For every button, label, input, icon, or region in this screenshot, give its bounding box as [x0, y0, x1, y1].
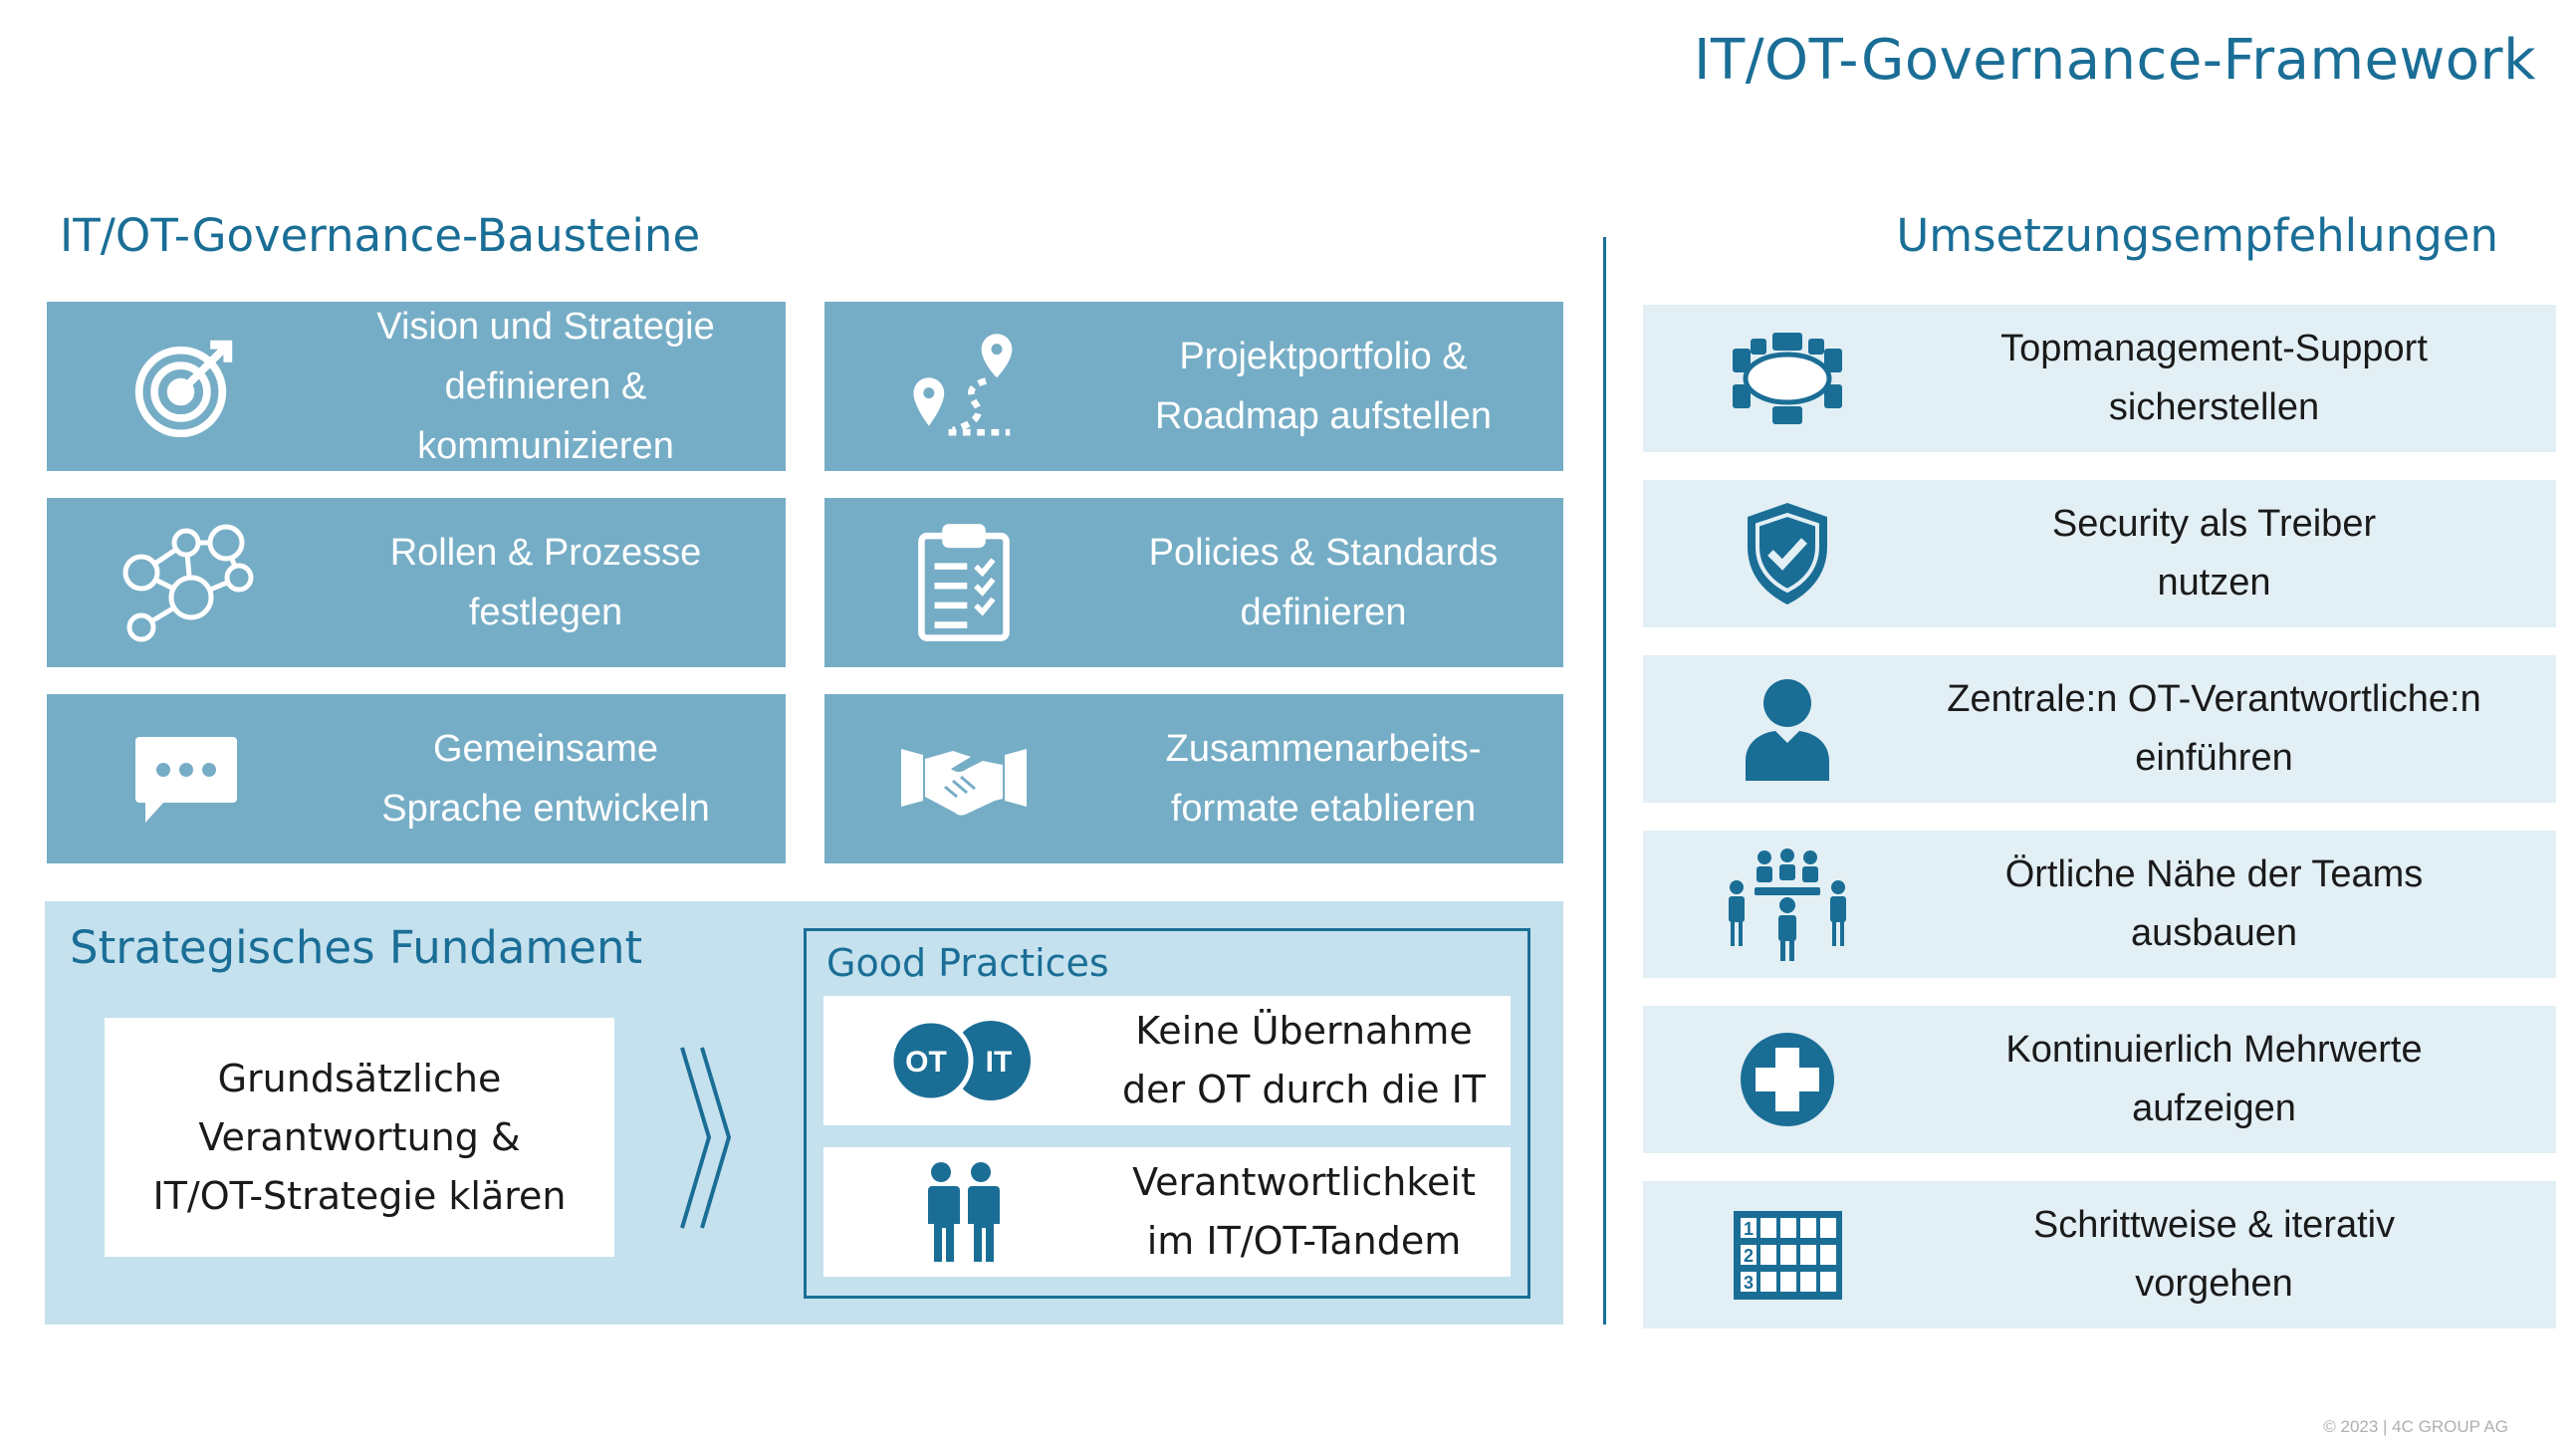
recommendation-item: Topmanagement-Support sicherstellen [1643, 305, 2556, 452]
shield-icon [1643, 499, 1932, 608]
copyright-footer: © 2023 | 4C GROUP AG [2323, 1417, 2508, 1436]
recommendation-item: 1 2 3 Schrittweise & iterativ vorgehen [1643, 1181, 2556, 1328]
rec-line: einführen [2135, 737, 2293, 779]
right-heading: Umsetzungsempfehlungen [1896, 209, 2498, 262]
team-icon [1643, 847, 1932, 962]
target-icon [47, 332, 326, 441]
gp-line: Keine Übernahme [1135, 1009, 1473, 1053]
rec-line: Schrittweise & iterativ [2032, 1204, 2396, 1246]
recommendation-item: Zentrale:n OT-Verantwortliche:n einführen [1643, 655, 2556, 803]
tile-zusammenarbeit: Zusammenarbeits-formate etablieren [824, 694, 1563, 863]
tile-line: definieren & kommunizieren [417, 365, 674, 467]
tile-vision: Vision und Strategie definieren & kommuni… [47, 302, 786, 471]
grid-label: 2 [1743, 1246, 1753, 1266]
ot-badge: OT [905, 1046, 947, 1079]
card-line: IT/OT-Strategie klären [152, 1173, 567, 1218]
good-practice-item: OT IT Keine Übernahme der OT durch die IT [823, 996, 1511, 1125]
rec-line: Zentrale:n OT-Verantwortliche:n [1947, 678, 2481, 720]
rec-line: Örtliche Nähe der Teams [2004, 853, 2424, 895]
tile-rollen: Rollen & Prozesse festlegen [47, 498, 786, 667]
tile-line: Vision und Strategie [376, 306, 715, 348]
plus-icon [1643, 1030, 1932, 1129]
rec-line: Security als Treiber [2051, 503, 2377, 545]
gp-line: im IT/OT-Tandem [1146, 1219, 1462, 1263]
handshake-icon [824, 739, 1103, 819]
rec-line: vorgehen [2135, 1263, 2293, 1305]
tile-line: Sprache entwickeln [381, 788, 710, 830]
gp-line: Verantwortlichkeit [1132, 1160, 1476, 1204]
recommendation-item: Security als Treiber nutzen [1643, 480, 2556, 627]
tandem-icon [823, 1160, 1097, 1265]
tile-line: Rollen & Prozesse [389, 532, 702, 574]
chevron-right-icon [677, 1046, 737, 1235]
it-badge: IT [985, 1046, 1012, 1079]
rec-line: Topmanagement-Support [2000, 328, 2428, 369]
tile-line: festlegen [468, 592, 623, 633]
rec-line: ausbauen [2131, 912, 2297, 954]
column-divider [1603, 237, 1606, 1325]
grid-label: 1 [1743, 1219, 1753, 1239]
tile-line: definieren [1240, 592, 1407, 633]
gp-line: der OT durch die IT [1121, 1068, 1486, 1111]
left-heading: IT/OT-Governance-Bausteine [60, 209, 701, 262]
good-practices-heading: Good Practices [826, 941, 1109, 985]
tile-line: Roadmap aufstellen [1155, 395, 1492, 437]
checklist-icon [824, 523, 1103, 642]
person-icon [1643, 677, 1932, 782]
recommendation-item: Örtliche Nähe der Teams ausbauen [1643, 831, 2556, 978]
foundation-heading: Strategisches Fundament [70, 921, 643, 974]
grid-icon: 1 2 3 [1643, 1208, 1932, 1303]
recommendation-item: Kontinuierlich Mehrwerte aufzeigen [1643, 1006, 2556, 1153]
foundation-card: Grundsätzliche Verantwortung & IT/OT-Str… [105, 1018, 614, 1257]
tile-projektportfolio: Projektportfolio & Roadmap aufstellen [824, 302, 1563, 471]
tile-line: Projektportfolio & [1179, 336, 1468, 377]
tile-policies: Policies & Standards definieren [824, 498, 1563, 667]
tile-line: Zusammenarbeits- [1165, 728, 1482, 770]
rec-line: Kontinuierlich Mehrwerte [2005, 1029, 2423, 1071]
chat-icon [47, 729, 326, 829]
ot-it-icon: OT IT [823, 1016, 1097, 1105]
tile-line: Gemeinsame [433, 728, 658, 770]
good-practices-box: Good Practices OT IT Keine Übernahme der … [804, 928, 1530, 1299]
good-practice-item: Verantwortlichkeit im IT/OT-Tandem [823, 1147, 1511, 1277]
foundation-panel: Strategisches Fundament Grundsätzliche V… [45, 901, 1563, 1325]
tile-line: Policies & Standards [1148, 532, 1499, 574]
card-line: Grundsätzliche [217, 1056, 502, 1100]
boardroom-icon [1643, 329, 1932, 428]
page-title: IT/OT-Governance-Framework [1693, 28, 2536, 93]
grid-label: 3 [1743, 1273, 1753, 1293]
rec-line: aufzeigen [2132, 1087, 2296, 1129]
rec-line: nutzen [2157, 562, 2271, 604]
rec-line: sicherstellen [2108, 386, 2320, 428]
route-icon [824, 332, 1103, 441]
card-line: Verantwortung & [198, 1114, 521, 1159]
tile-line: formate etablieren [1170, 788, 1477, 830]
network-icon [47, 518, 326, 647]
